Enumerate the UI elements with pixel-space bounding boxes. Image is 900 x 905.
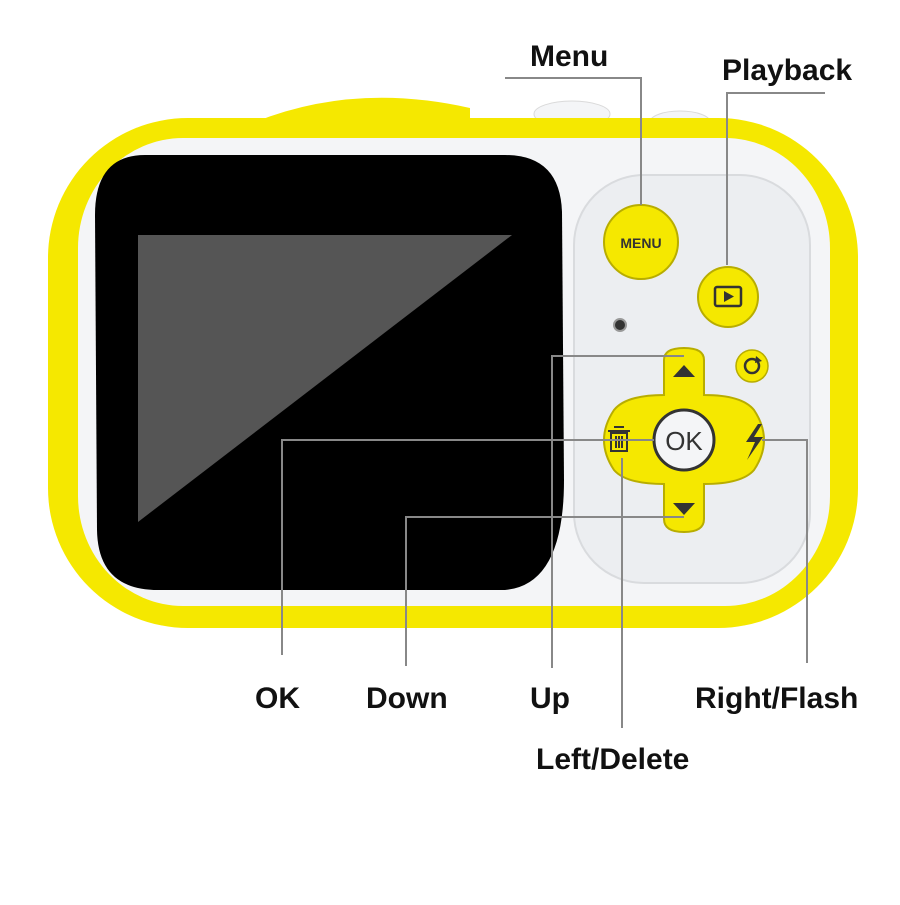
callout-lines [281,77,825,728]
down-label: Down [366,682,448,715]
menu-callout-line [505,77,642,205]
screen-display [138,235,512,522]
ok-button[interactable]: OK [652,408,716,472]
up-label: Up [530,682,570,715]
playback-label: Playback [722,54,853,87]
right-flash-callout-line [762,439,808,663]
mode-button[interactable] [735,349,769,383]
right-flash-button[interactable] [746,424,763,460]
ok-callout-line [281,439,654,655]
down-button[interactable] [673,503,695,515]
ok-label: OK [255,682,300,715]
menu-label: Menu [530,40,609,73]
right-flash-label: Right/Flash [695,682,859,715]
menu-button-label: MENU [620,235,661,251]
playback-button[interactable] [697,266,759,328]
up-button[interactable] [673,365,695,377]
left-delete-label: Left/Delete [536,743,690,776]
up-callout-line [551,355,684,668]
left-delete-button[interactable] [608,426,630,452]
indicator-light [613,318,627,332]
triangle-up-icon [673,365,695,377]
circle-arrow-icon [743,356,762,375]
trash-icon [608,426,630,452]
playback-callout-line [726,92,825,265]
down-callout-line [405,516,684,666]
play-icon [713,285,743,308]
menu-button[interactable]: MENU [603,204,679,280]
ok-button-label: OK [665,426,703,456]
triangle-down-icon [673,503,695,515]
lightning-flash-icon [746,424,763,460]
